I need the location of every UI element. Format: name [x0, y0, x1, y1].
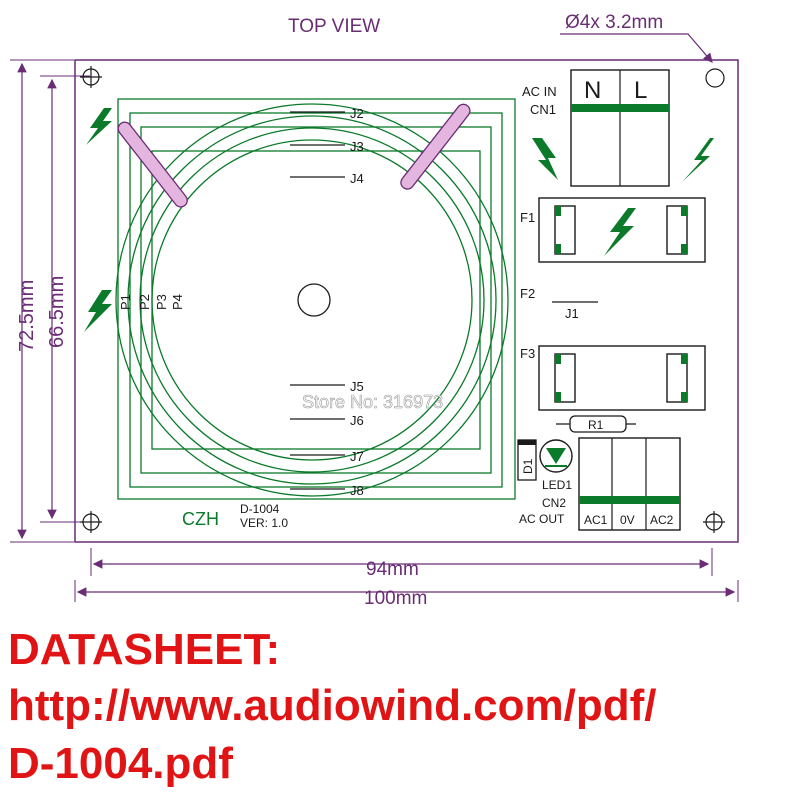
datasheet-url-line1[interactable]: http://www.audiowind.com/pdf/: [8, 681, 657, 730]
mounting-hole-top-left: [80, 66, 102, 88]
ac-out-terminal-label: AC2: [650, 513, 674, 527]
ac-out-terminal-label: AC1: [584, 513, 608, 527]
height-inner-dim: 66.5mm: [46, 276, 68, 348]
fuse-f1-clips: [555, 206, 687, 254]
ac-out-label: AC OUT: [519, 512, 565, 526]
top-view-label: TOP VIEW: [288, 16, 380, 37]
fuse-f2-label: F2: [520, 286, 535, 301]
resistor-r1-label: R1: [588, 418, 604, 432]
jumper-label: J8: [350, 483, 364, 498]
jumper-lines: [290, 111, 345, 490]
fuse-holder-f1: [538, 197, 706, 263]
line-terminal-label: L: [634, 77, 647, 104]
brand-label: CZH: [182, 509, 219, 529]
mounting-hole-bottom-left: [80, 511, 102, 533]
center-mount-hole: [297, 283, 331, 317]
lightning-icon: [84, 108, 714, 332]
fuse-holder-f3: [538, 345, 706, 411]
mounting-hole-spec: Ø4x 3.2mm: [565, 12, 663, 33]
led-icon: [539, 439, 573, 473]
fuse-f3-label: F3: [520, 346, 535, 361]
jumper-label: J4: [350, 171, 364, 186]
led-label: LED1: [542, 478, 572, 492]
mounting-hole-top-right: [705, 68, 725, 88]
store-watermark: Store No: 316973: [302, 392, 443, 412]
width-inner-dim: 94mm: [366, 559, 419, 580]
diode-d1: [517, 439, 537, 481]
height-outer-dim: 72.5mm: [16, 280, 38, 352]
diode-d1-label: D1: [521, 458, 535, 474]
primary-label: P2: [137, 294, 152, 310]
board-outline: [74, 59, 739, 543]
jumper-label: J5: [350, 379, 364, 394]
primary-label: P1: [118, 294, 133, 310]
jumper-label: J2: [350, 106, 364, 121]
fuse-f1-label: F1: [520, 210, 535, 225]
cn1-label: CN1: [530, 102, 556, 117]
hole-spec-leader: [560, 33, 713, 63]
jumper-label: J3: [350, 139, 364, 154]
primary-label: P4: [170, 294, 185, 310]
model-label: D-1004: [240, 502, 280, 516]
ac-out-connector: [578, 437, 681, 531]
transformer-footprint: [115, 98, 516, 500]
jumper-j1-label: J1: [565, 306, 579, 321]
width-outer-dim: 100mm: [364, 588, 427, 609]
version-label: VER: 1.0: [240, 516, 288, 530]
resistor-r1: [556, 415, 636, 433]
datasheet-url-line2[interactable]: D-1004.pdf: [8, 739, 233, 788]
ac-out-terminal-label: 0V: [620, 513, 635, 527]
jumper-label: J6: [350, 413, 364, 428]
jumper-label: J7: [350, 449, 364, 464]
neutral-terminal-label: N: [584, 77, 601, 104]
datasheet-title: DATASHEET:: [8, 625, 281, 674]
wire-slots: [117, 103, 471, 208]
ac-in-label: AC IN: [522, 84, 557, 99]
mounting-hole-bottom-right: [703, 511, 725, 533]
fuse-f3-clips: [555, 354, 687, 402]
primary-label: P3: [154, 294, 169, 310]
cn2-label: CN2: [542, 496, 566, 510]
ac-in-connector: [570, 69, 670, 187]
